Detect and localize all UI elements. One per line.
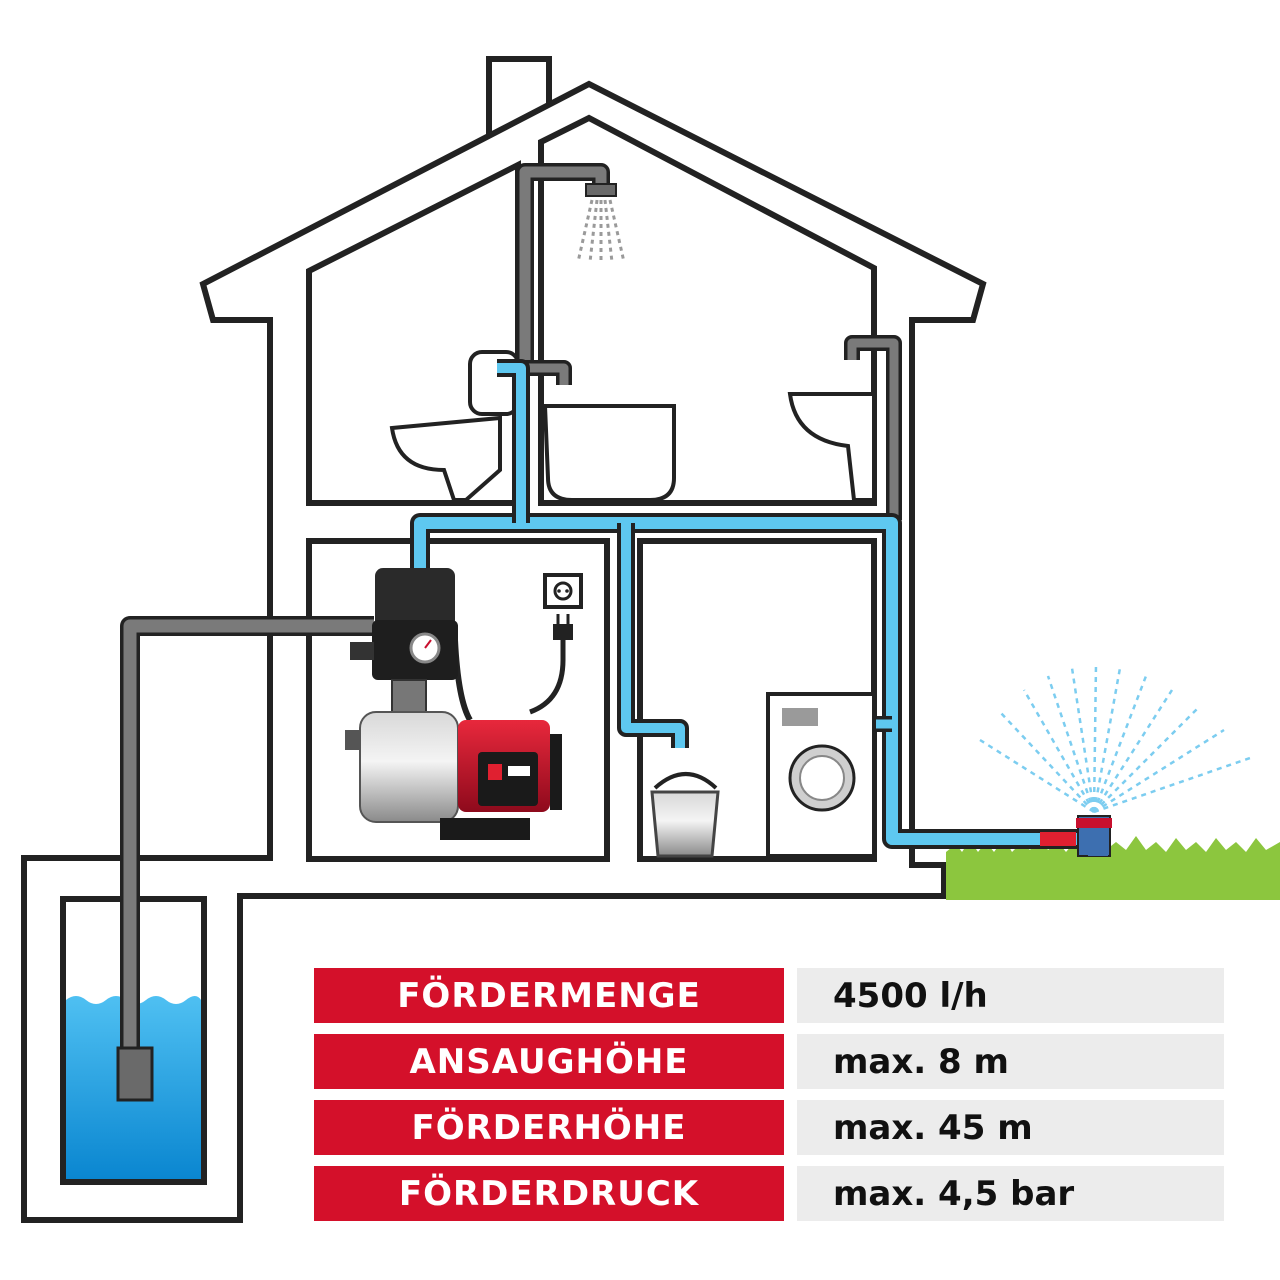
gray-pipes	[516, 163, 902, 520]
spec-row-suction-height: ANSAUGHÖHE max. 8 m	[314, 1034, 1224, 1089]
spec-value: 4500 l/h	[797, 968, 1224, 1023]
bathtub-icon	[542, 404, 676, 502]
spec-row-delivery-pressure: FÖRDERDRUCK max. 4,5 bar	[314, 1166, 1224, 1221]
washing-machine-icon	[766, 692, 876, 858]
spec-value: max. 4,5 bar	[797, 1166, 1224, 1221]
well	[60, 896, 207, 1185]
foot-valve	[116, 1046, 154, 1102]
spec-label: FÖRDERHÖHE	[314, 1100, 784, 1155]
spec-label: FÖRDERMENGE	[314, 968, 784, 1023]
spec-table: FÖRDERMENGE 4500 l/h ANSAUGHÖHE max. 8 m…	[314, 968, 1224, 1232]
shower-icon	[576, 183, 626, 263]
washbasin-icon	[787, 392, 876, 502]
spec-label: ANSAUGHÖHE	[314, 1034, 784, 1089]
spec-value: max. 45 m	[797, 1100, 1224, 1155]
suction-pipe	[116, 616, 374, 1102]
blue-pipes	[410, 359, 1078, 849]
spec-row-delivery-height: FÖRDERHÖHE max. 45 m	[314, 1100, 1224, 1155]
plug-icon	[529, 614, 573, 715]
spec-value: max. 8 m	[797, 1034, 1224, 1089]
garden-sprinkler-icon	[979, 663, 1251, 857]
grass	[946, 836, 1280, 900]
spec-label: FÖRDERDRUCK	[314, 1166, 784, 1221]
spec-row-flow-rate: FÖRDERMENGE 4500 l/h	[314, 968, 1224, 1023]
power-socket-icon	[529, 573, 583, 715]
pump-icon	[345, 568, 562, 840]
bucket-icon	[650, 772, 720, 858]
upper-room-left	[306, 160, 521, 506]
